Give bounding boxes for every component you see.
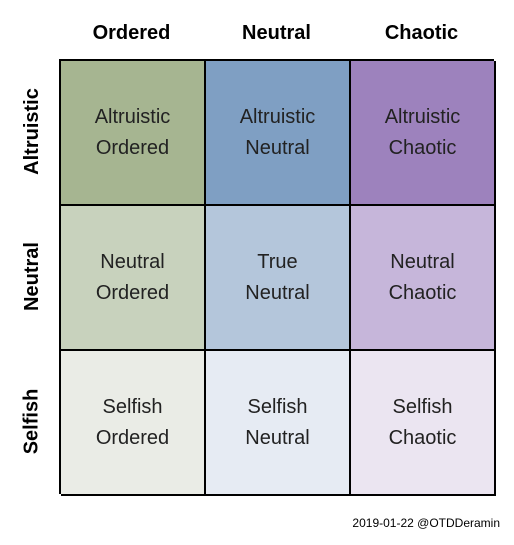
cell-line1: True bbox=[257, 250, 298, 273]
cell-line1: Selfish bbox=[102, 395, 163, 418]
cell-true-neutral: True Neutral bbox=[206, 206, 351, 351]
cell-line1: Selfish bbox=[247, 395, 308, 418]
column-header-ordered: Ordered bbox=[92, 22, 171, 44]
cell-line2: Ordered bbox=[95, 281, 170, 304]
row-header-label: Neutral bbox=[20, 242, 43, 311]
cell-altruistic-neutral: Altruistic Neutral bbox=[206, 61, 351, 206]
cell-altruistic-ordered: Altruistic Ordered bbox=[61, 61, 206, 206]
row-header-neutral: Neutral bbox=[18, 204, 46, 349]
cell-altruistic-chaotic: Altruistic Chaotic bbox=[351, 61, 496, 206]
column-header-neutral: Neutral bbox=[242, 22, 311, 44]
cell-line2: Neutral bbox=[245, 281, 310, 304]
row-header-altruistic: Altruistic bbox=[18, 59, 46, 204]
cell-line2: Chaotic bbox=[388, 426, 457, 449]
cell-line2: Chaotic bbox=[388, 136, 457, 159]
cell-selfish-neutral: Selfish Neutral bbox=[206, 351, 351, 496]
cell-line2: Ordered bbox=[95, 136, 170, 159]
row-header-label: Selfish bbox=[20, 388, 43, 455]
cell-neutral-ordered: Neutral Ordered bbox=[61, 206, 206, 351]
row-header-label: Altruistic bbox=[20, 88, 43, 175]
cell-line2: Neutral bbox=[245, 426, 310, 449]
row-header-selfish: Selfish bbox=[18, 349, 46, 494]
cell-line1: Neutral bbox=[390, 250, 455, 273]
cell-line2: Ordered bbox=[95, 426, 170, 449]
cell-line1: Altruistic bbox=[239, 105, 316, 128]
column-header-chaotic: Chaotic bbox=[384, 22, 459, 44]
cell-selfish-chaotic: Selfish Chaotic bbox=[351, 351, 496, 496]
cell-line1: Altruistic bbox=[384, 105, 461, 128]
cell-line2: Neutral bbox=[245, 136, 310, 159]
cell-line1: Selfish bbox=[392, 395, 453, 418]
cell-selfish-ordered: Selfish Ordered bbox=[61, 351, 206, 496]
alignment-grid: Altruistic Ordered Altruistic Neutral Al… bbox=[59, 59, 496, 496]
credit-text: 2019-01-22 @OTDDeramin bbox=[352, 516, 500, 530]
cell-line2: Chaotic bbox=[388, 281, 457, 304]
cell-line1: Altruistic bbox=[94, 105, 171, 128]
cell-neutral-chaotic: Neutral Chaotic bbox=[351, 206, 496, 351]
cell-line1: Neutral bbox=[100, 250, 165, 273]
